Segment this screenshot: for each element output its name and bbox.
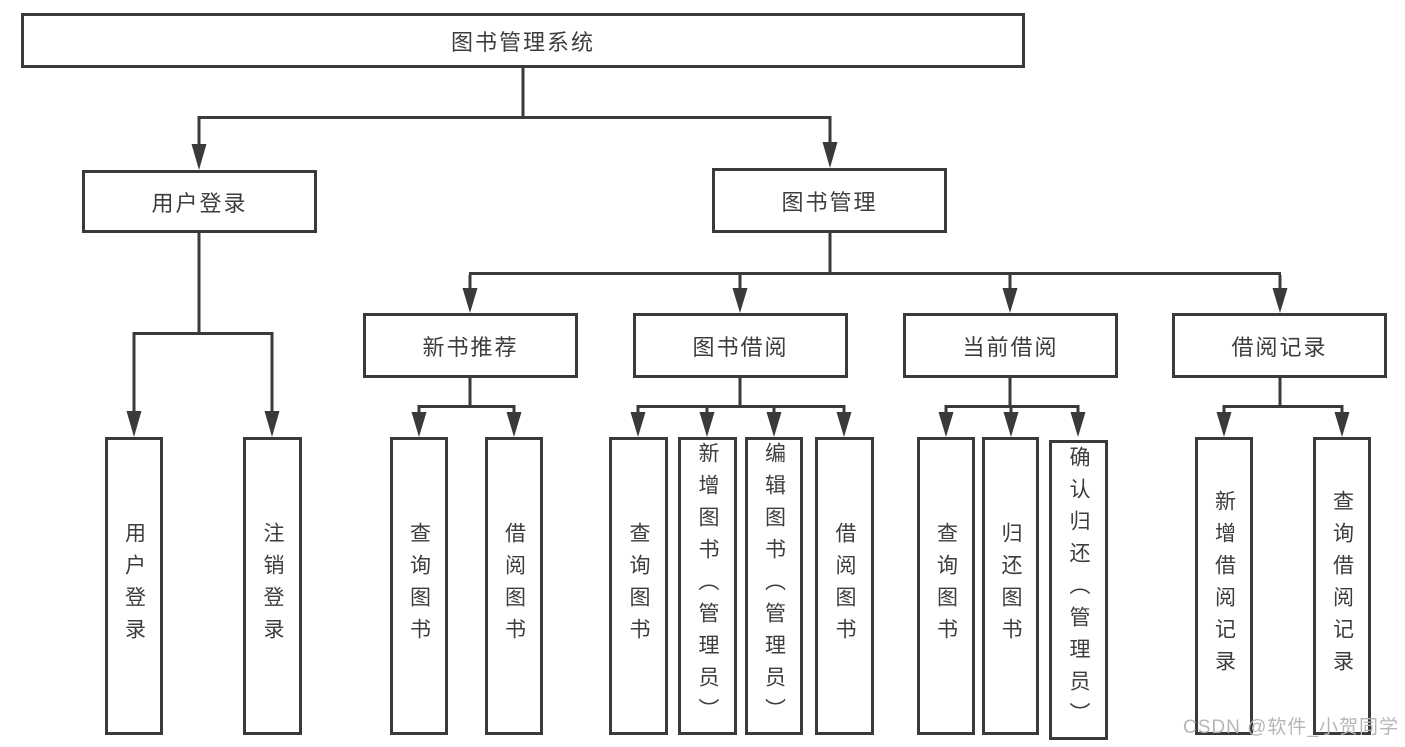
node-leaf-add-borrow-record: 新增借阅记录 — [1195, 437, 1253, 735]
node-leaf-logout: 注销登录 — [243, 437, 302, 735]
node-library-management-system: 图书管理系统 — [21, 13, 1025, 68]
csdn-watermark: CSDN @软件_小贺同学 — [1183, 717, 1399, 738]
node-new-book-recommend: 新书推荐 — [363, 313, 578, 378]
node-leaf-query-book: 查询图书 — [390, 437, 448, 735]
node-leaf-edit-book-admin: 编辑图书（管理员） — [745, 437, 803, 735]
node-leaf-confirm-return-admin: 确认归还（管理员） — [1049, 440, 1108, 740]
node-borrow-record: 借阅记录 — [1172, 313, 1387, 378]
node-leaf-borrow-book: 借阅图书 — [485, 437, 543, 735]
node-leaf-borrow-book: 借阅图书 — [815, 437, 874, 735]
node-book-management: 图书管理 — [712, 168, 947, 233]
node-leaf-query-book: 查询图书 — [917, 437, 975, 735]
node-user-login: 用户登录 — [82, 170, 317, 233]
node-current-borrow: 当前借阅 — [903, 313, 1118, 378]
node-leaf-user-login: 用户登录 — [105, 437, 163, 735]
edge-current-borrow-to-leaves — [938, 378, 1086, 437]
edge-root-to-level2 — [191, 68, 838, 170]
edge-new-book-recommend-to-leaves — [411, 378, 522, 437]
edge-book-management-to-level3 — [462, 233, 1288, 313]
edge-borrow-record-to-leaves — [1216, 378, 1350, 437]
node-book-borrow: 图书借阅 — [633, 313, 848, 378]
node-leaf-return-book: 归还图书 — [982, 437, 1039, 735]
node-leaf-query-borrow-record: 查询借阅记录 — [1313, 437, 1371, 735]
node-leaf-add-book-admin: 新增图书（管理员） — [678, 437, 737, 735]
node-leaf-query-book: 查询图书 — [609, 437, 668, 735]
edge-book-borrow-to-leaves — [630, 378, 852, 437]
edge-user-login-to-leaves — [126, 233, 280, 437]
